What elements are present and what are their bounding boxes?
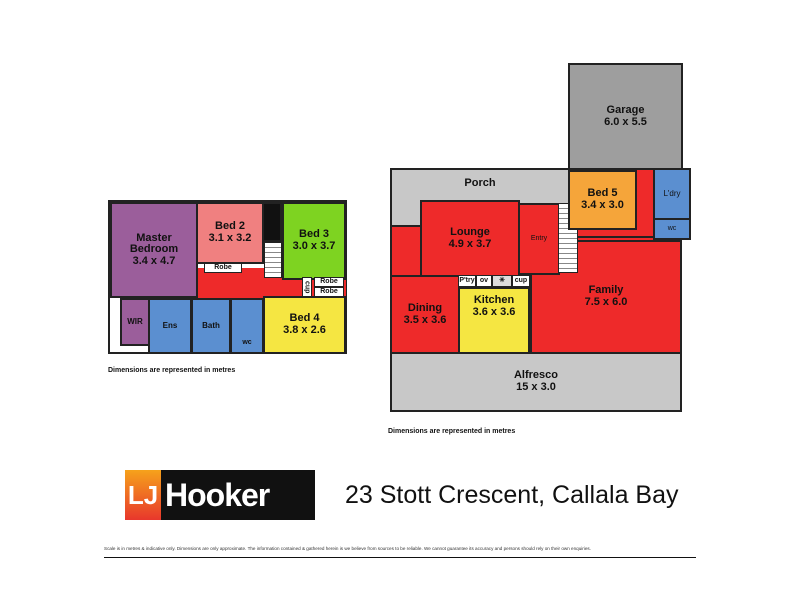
pantry: P'try xyxy=(458,275,476,287)
room-dims: 6.0 x 5.5 xyxy=(604,115,647,128)
room-name: Bed 4 xyxy=(289,312,320,325)
room-name: Bed 5 xyxy=(587,187,618,200)
stair-void xyxy=(262,202,282,242)
logo-hooker: Hooker xyxy=(161,470,315,520)
stairs xyxy=(264,242,282,278)
room-dims: 7.5 x 6.0 xyxy=(584,296,628,308)
room-name: Master Bedroom xyxy=(129,231,179,256)
logo-lj: LJ xyxy=(125,470,161,520)
room-name: Garage xyxy=(606,103,645,116)
room-dims: 3.4 x 3.0 xyxy=(581,199,624,211)
cupboard: cup xyxy=(302,277,312,297)
ground-caption: Dimensions are represented in metres xyxy=(388,428,516,435)
room-wir: WIR xyxy=(120,298,150,346)
room-dims: 3.0 x 3.7 xyxy=(292,240,336,252)
lj-hooker-logo: LJ Hooker xyxy=(125,470,315,520)
room-name: Lounge xyxy=(450,226,490,239)
room-name: Bed 3 xyxy=(299,228,329,241)
room-name: Kitchen xyxy=(473,294,515,306)
disclaimer: Scale is in metres & indicative only. Di… xyxy=(104,546,591,551)
room-bath: Bath xyxy=(191,298,231,354)
room-ensuite: Ens xyxy=(148,298,192,354)
room-dims: 3.5 x 3.6 xyxy=(403,313,447,326)
cupboard-kitchen: cup xyxy=(512,275,530,287)
divider xyxy=(104,557,696,558)
room-dims: 3.6 x 3.6 xyxy=(472,305,516,318)
robe-bed-3: Robe xyxy=(314,277,344,287)
room-name: Porch xyxy=(464,177,496,189)
room-name: Alfresco xyxy=(513,369,559,382)
room-laundry: L'dry xyxy=(653,168,691,220)
rangehood-icon: ✳ xyxy=(492,275,512,287)
room-dims: 3.4 x 4.7 xyxy=(132,254,176,267)
oven: ov xyxy=(476,275,492,287)
room-wc-ground: wc xyxy=(653,218,691,240)
property-address: 23 Stott Crescent, Callala Bay xyxy=(345,481,679,509)
room-name: Bed 2 xyxy=(215,220,245,233)
room-dims: 3.8 x 2.6 xyxy=(283,324,326,336)
room-dims: 4.9 x 3.7 xyxy=(448,238,492,250)
room-name: Family xyxy=(588,284,624,297)
upper-caption: Dimensions are represented in metres xyxy=(108,367,236,374)
room-entry: Entry xyxy=(518,203,560,275)
room-dims: 15 x 3.0 xyxy=(516,381,556,393)
room-wc-upper: wc xyxy=(230,298,264,354)
room-dims: 3.1 x 3.2 xyxy=(208,232,252,244)
room-name: Dining xyxy=(407,301,443,314)
robe-bed-2: Robe xyxy=(204,263,242,273)
